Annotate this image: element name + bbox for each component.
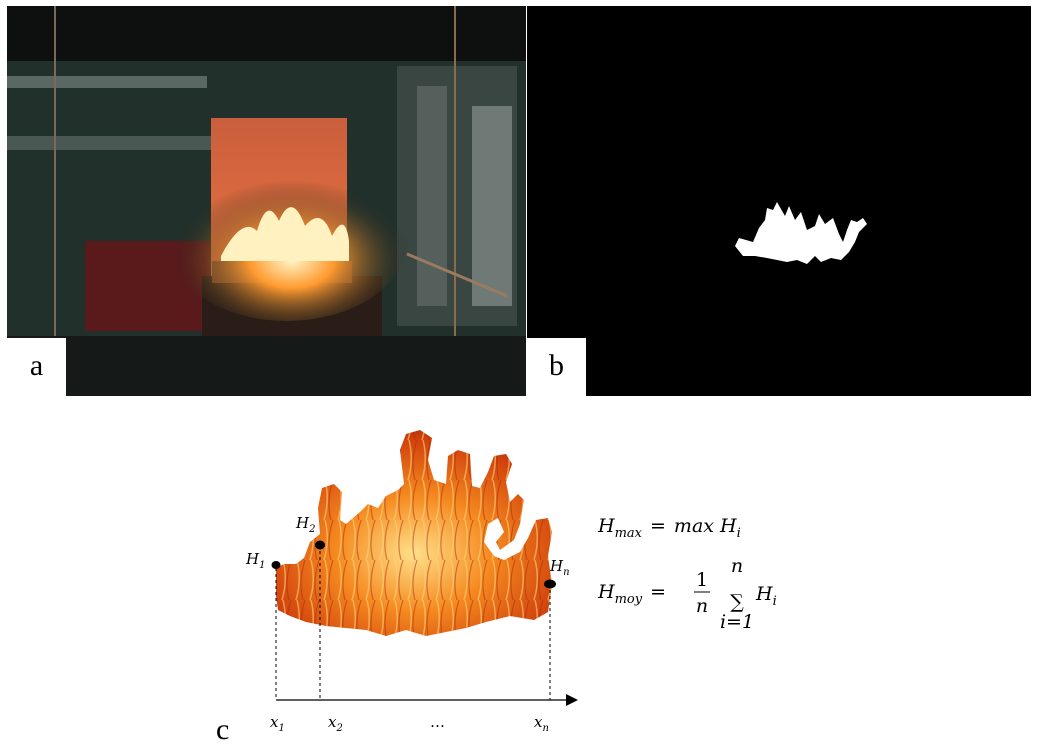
marker-h1 [271,561,281,569]
binary-mask-panel-b: b [527,6,1031,396]
marker-hn [544,579,556,589]
svg-text:n: n [731,555,743,577]
x-axis-arrowhead [566,694,578,706]
flame-mask [735,202,867,264]
tick-x2: x2 [328,713,343,734]
svg-text:Hmax=max Hi: Hmax=max Hi [597,515,741,541]
photo-panel-a: a [7,6,526,396]
equation-hmax: Hmax=max Hi [597,515,741,541]
tick-ellipsis: … [430,713,445,731]
flame-height-diagram: H1 H2 Hn x1 x2 … xn Hmax=max Hi Hmoy= 1 … [0,400,1038,745]
svg-text:Hmoy=: Hmoy= [597,581,666,607]
label-h2: H2 [295,514,315,535]
label-hn: Hn [549,557,570,578]
svg-text:1: 1 [696,569,708,591]
svg-text:n: n [696,595,708,617]
marker-h2 [315,540,325,550]
equation-hmoy: Hmoy= 1 n n ∑ i=1 Hi [597,555,777,633]
svg-text:Hi: Hi [755,583,777,609]
panel-label-a: a [7,338,66,396]
flame-diagram-svg: H1 H2 Hn x1 x2 … xn Hmax=max Hi Hmoy= 1 … [245,430,777,734]
panel-label-c: c [216,713,230,746]
flame-shape [276,430,552,636]
panel-label-b: b [527,338,586,396]
svg-text:∑: ∑ [730,591,744,613]
fire-test-photo [7,6,526,396]
tick-xn: xn [534,713,549,734]
svg-text:i=1: i=1 [720,611,754,633]
tick-x1: x1 [270,713,285,734]
label-h1: H1 [245,550,265,571]
